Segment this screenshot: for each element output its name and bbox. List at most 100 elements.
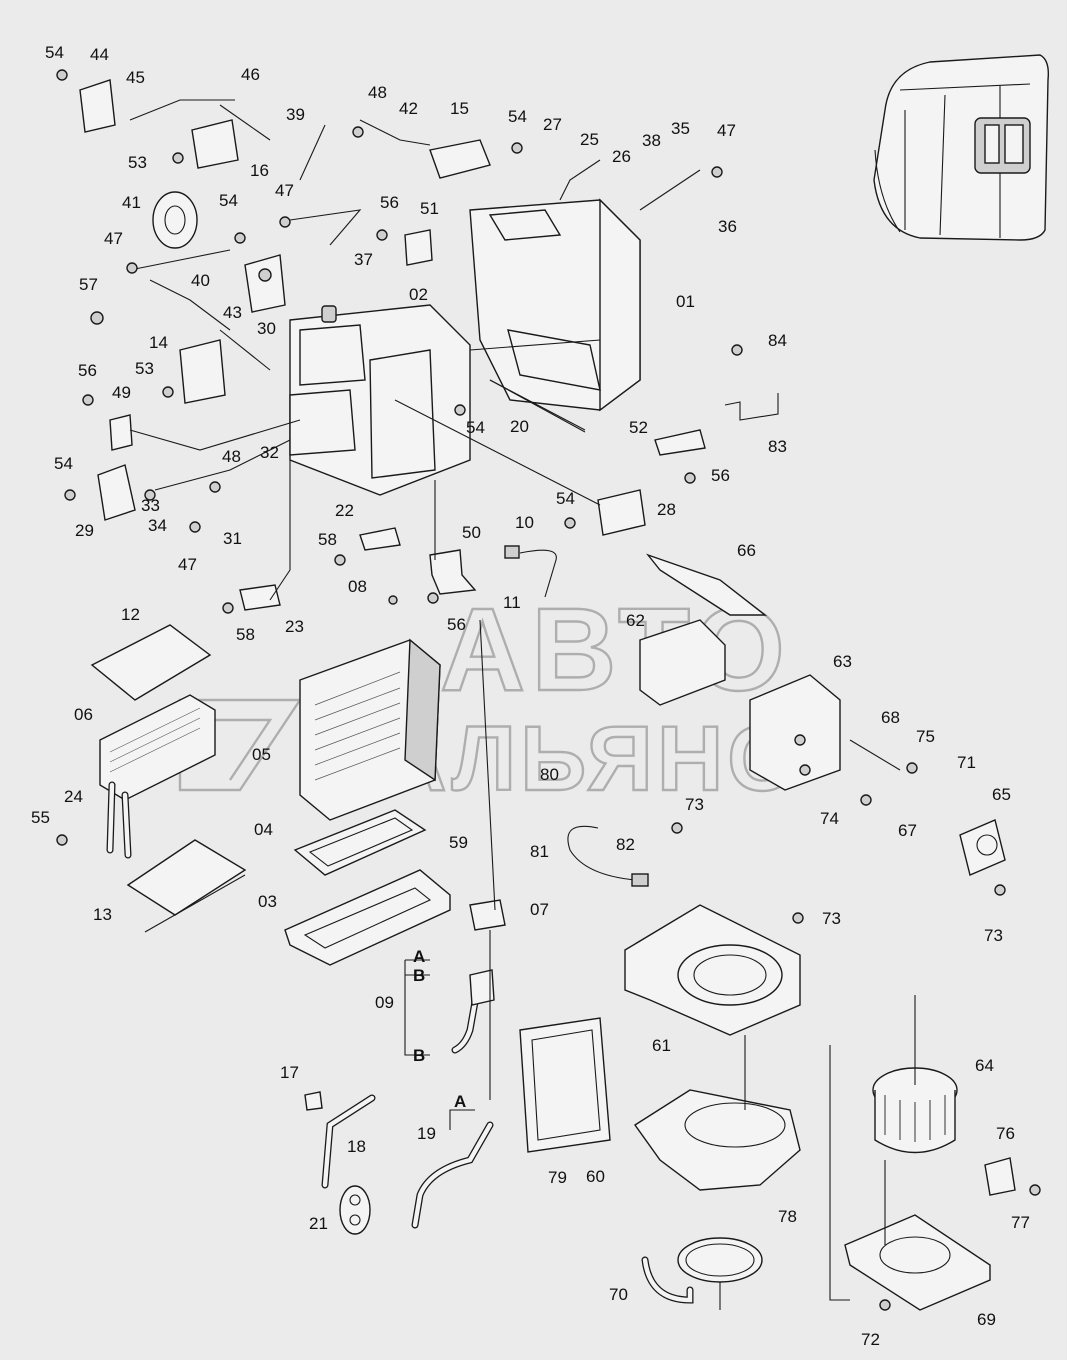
pipe-09 [451, 969, 495, 1054]
callout-33: 33 [141, 496, 160, 515]
callout-48b: 48 [222, 447, 241, 466]
rod-43 [219, 329, 271, 371]
callout-78: 78 [778, 1207, 797, 1226]
bracket-50 [429, 549, 477, 595]
callout-80: 80 [540, 765, 559, 784]
callout-72: 72 [861, 1330, 880, 1349]
sensor-17 [304, 1091, 323, 1111]
callout-13: 13 [93, 905, 112, 924]
callout-56: 56 [380, 193, 399, 212]
air-filter-04 [293, 809, 427, 876]
callout-56c: 56 [711, 466, 730, 485]
callout-24: 24 [64, 787, 83, 806]
actuator-30 [244, 254, 286, 313]
callout-79: 79 [548, 1168, 567, 1187]
bracket-52 [654, 429, 706, 456]
callout-56b: 56 [78, 361, 97, 380]
connector-28 [597, 489, 646, 536]
cab-location-inset [873, 54, 1050, 241]
evaporator-core [299, 638, 441, 821]
callout-54d: 54 [466, 418, 485, 437]
bracket-51 [404, 229, 433, 266]
callout-36: 36 [718, 217, 737, 236]
callout-02: 02 [409, 285, 428, 304]
pipe-18 [321, 1094, 376, 1189]
callout-38: 38 [642, 131, 661, 150]
callout-74: 74 [820, 809, 839, 828]
callout-67: 67 [898, 821, 917, 840]
callout-23: 23 [285, 617, 304, 636]
rod-46 [219, 104, 271, 141]
callout-06: 06 [74, 705, 93, 724]
callout-19: 19 [417, 1124, 436, 1143]
callout-34: 34 [148, 516, 167, 535]
callout-25: 25 [580, 130, 599, 149]
callout-07: 07 [530, 900, 549, 919]
pipe-19 [411, 1121, 494, 1229]
callout-66: 66 [737, 541, 756, 560]
callout-42: 42 [399, 99, 418, 118]
callout-47c: 47 [104, 229, 123, 248]
callout-54e: 54 [54, 454, 73, 473]
callout-84: 84 [768, 331, 787, 350]
plate-14 [179, 339, 226, 404]
bracket-62 [639, 619, 726, 706]
watermark: АВТО АЛЬЯНС [178, 583, 798, 811]
plate-15 [429, 139, 491, 179]
callout-20: 20 [510, 417, 529, 436]
callout-08: 08 [348, 577, 367, 596]
callout-49: 49 [112, 383, 131, 402]
callout-82: 82 [616, 835, 635, 854]
callout-18: 18 [347, 1137, 366, 1156]
filter-tray-03 [284, 869, 451, 966]
callout-32: 32 [260, 443, 279, 462]
rod-39 [299, 124, 326, 181]
callout-61: 61 [652, 1036, 671, 1055]
harness-10 [504, 545, 557, 598]
blower-case-60 [634, 1089, 801, 1191]
watermark-line2: АЛЬЯНС [380, 708, 798, 810]
callout-68: 68 [881, 708, 900, 727]
drain-hose-70 [641, 1256, 694, 1304]
seal-79 [519, 1017, 611, 1153]
callout-44: 44 [90, 45, 109, 64]
callout-53: 53 [128, 153, 147, 172]
callout-31: 31 [223, 529, 242, 548]
callout-58b: 58 [236, 625, 255, 644]
callout-30: 30 [257, 319, 276, 338]
clip-22 [359, 527, 401, 551]
callout-41: 41 [122, 193, 141, 212]
callout-47b: 47 [275, 181, 294, 200]
actuator-29 [97, 464, 136, 521]
callout-37: 37 [354, 250, 373, 269]
callout-55: 55 [31, 808, 50, 827]
callout-52: 52 [629, 418, 648, 437]
callout-54b: 54 [508, 107, 527, 126]
fastener-screws [56, 69, 1041, 1311]
callout-10: 10 [515, 513, 534, 532]
heater-housing [289, 198, 641, 496]
leader-lines [129, 99, 916, 1310]
bracket-66 [645, 553, 768, 616]
clip-23 [239, 584, 281, 611]
callout-60: 60 [586, 1167, 605, 1186]
motor-65 [959, 819, 1006, 876]
callout-46: 46 [241, 65, 260, 84]
callout-05: 05 [252, 745, 271, 764]
grommet-21 [339, 1185, 371, 1235]
callout-54: 54 [45, 43, 64, 62]
connector-76 [984, 1157, 1016, 1196]
harness-81 [567, 825, 649, 887]
bracket-83 [724, 393, 779, 421]
callout-50: 50 [462, 523, 481, 542]
callout-81: 81 [530, 842, 549, 861]
callout-73: 73 [685, 795, 704, 814]
blower-case-61 [624, 904, 801, 1036]
blower-fan-64 [872, 1067, 958, 1154]
resistor-box-63 [749, 674, 841, 791]
callout-76: 76 [996, 1124, 1015, 1143]
callout-09: 09 [375, 993, 394, 1012]
callout-04: 04 [254, 820, 273, 839]
cover-plate-12 [90, 624, 212, 701]
